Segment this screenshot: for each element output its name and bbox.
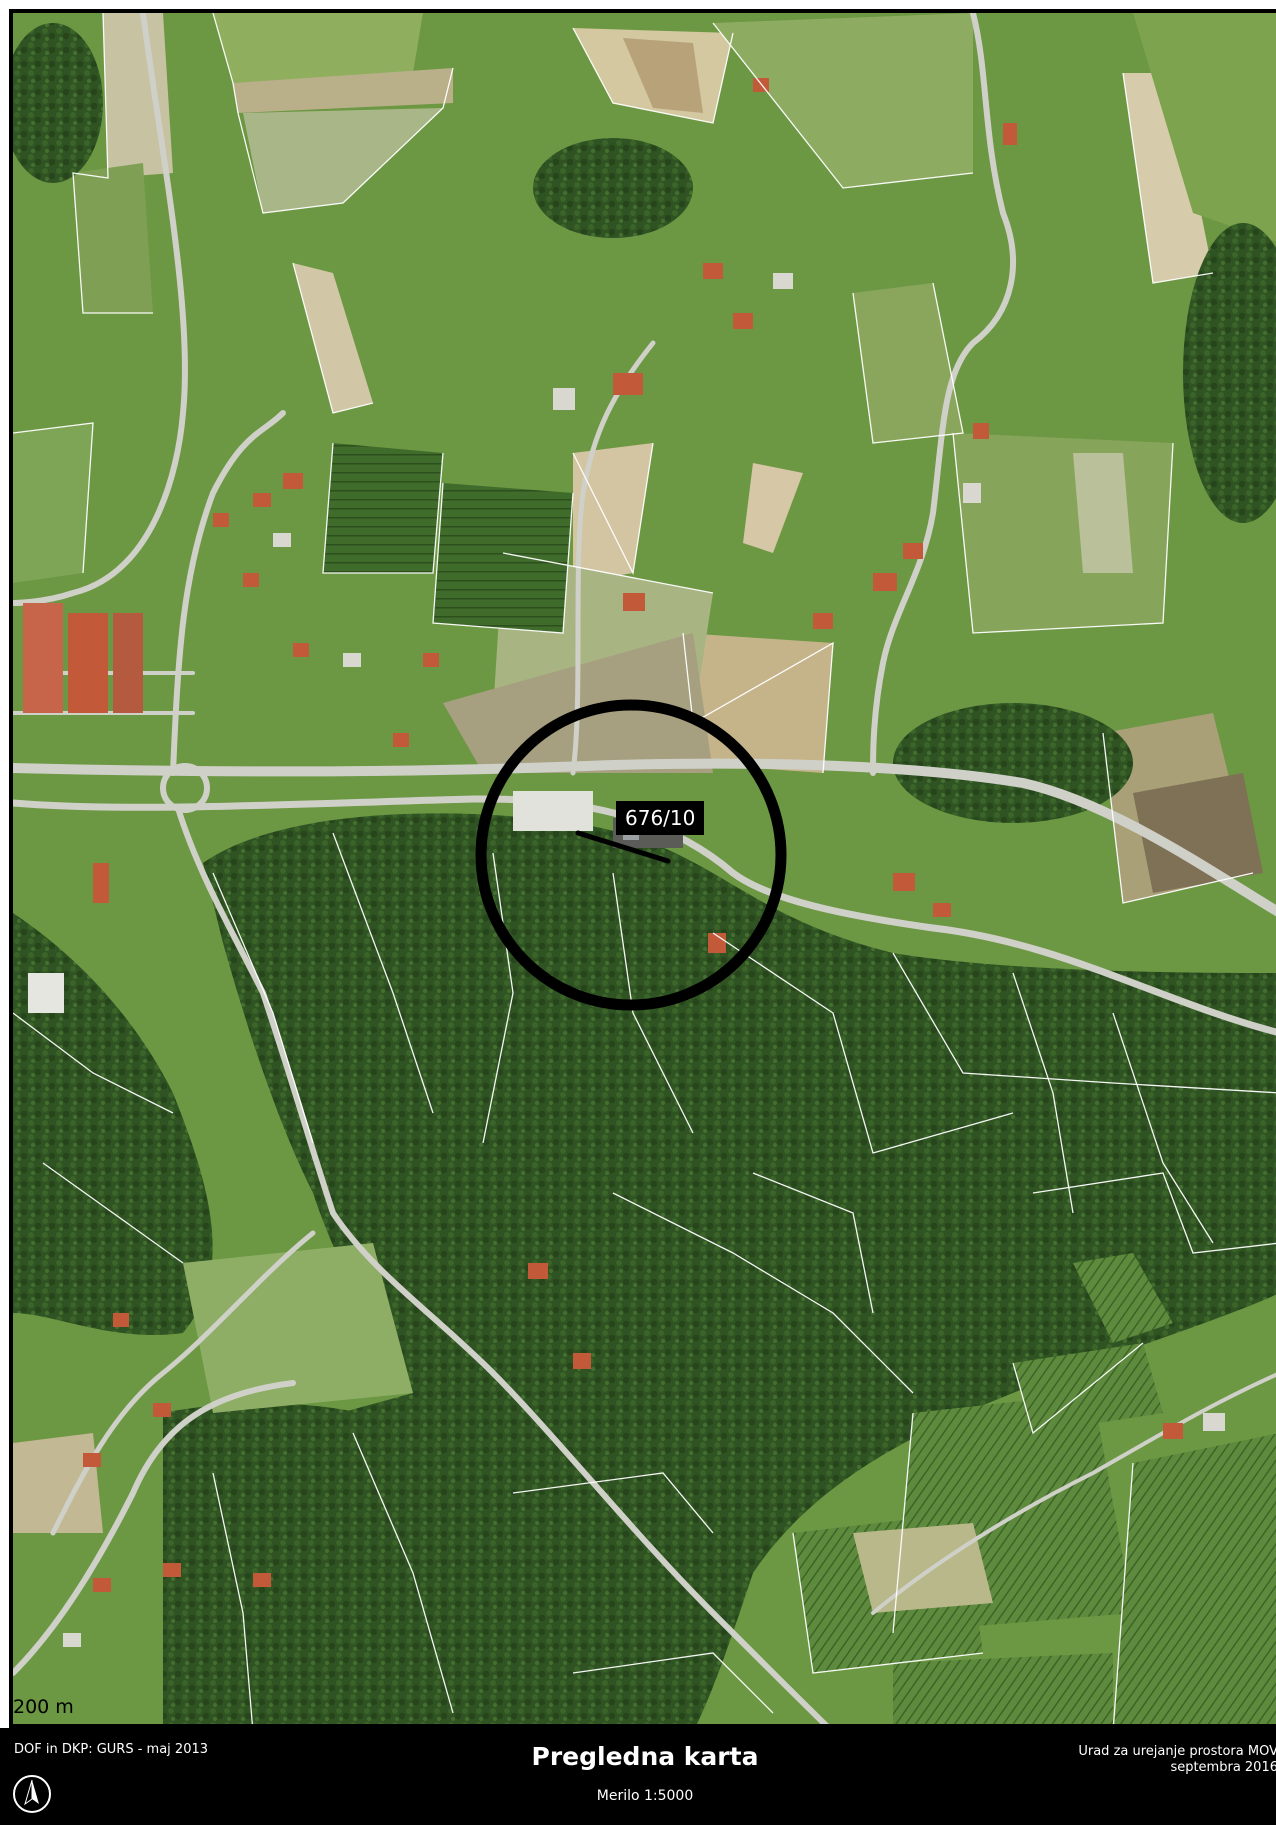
station-building <box>513 791 593 831</box>
map-title: Pregledna karta <box>531 1742 759 1771</box>
roads <box>13 13 1276 1724</box>
north-arrow-icon <box>13 1775 51 1813</box>
map-footer: DOF in DKP: GURS - maj 2013 Pregledna ka… <box>0 1728 1276 1825</box>
parcel-label: 676/10 <box>616 801 705 835</box>
data-source: DOF in DKP: GURS - maj 2013 <box>14 1742 209 1757</box>
scale-bar-label: 200 m <box>13 1696 74 1718</box>
publisher-office: Urad za urejanje prostora MOV <box>1078 1744 1276 1759</box>
location-circle <box>475 699 787 1011</box>
publisher-date: septembra 2016 <box>1170 1760 1276 1775</box>
parcel-lines <box>13 13 1276 1724</box>
fields <box>13 13 1276 903</box>
publisher: Urad za urejanje prostora MOV septembra … <box>1078 1744 1276 1776</box>
parcel-pointer <box>575 830 671 864</box>
map-scale: Merilo 1:5000 <box>596 1788 694 1804</box>
orthophoto-layer <box>13 13 1276 1724</box>
aerial-map[interactable]: 676/10 200 m <box>9 9 1276 1728</box>
buildings <box>23 78 1225 1647</box>
